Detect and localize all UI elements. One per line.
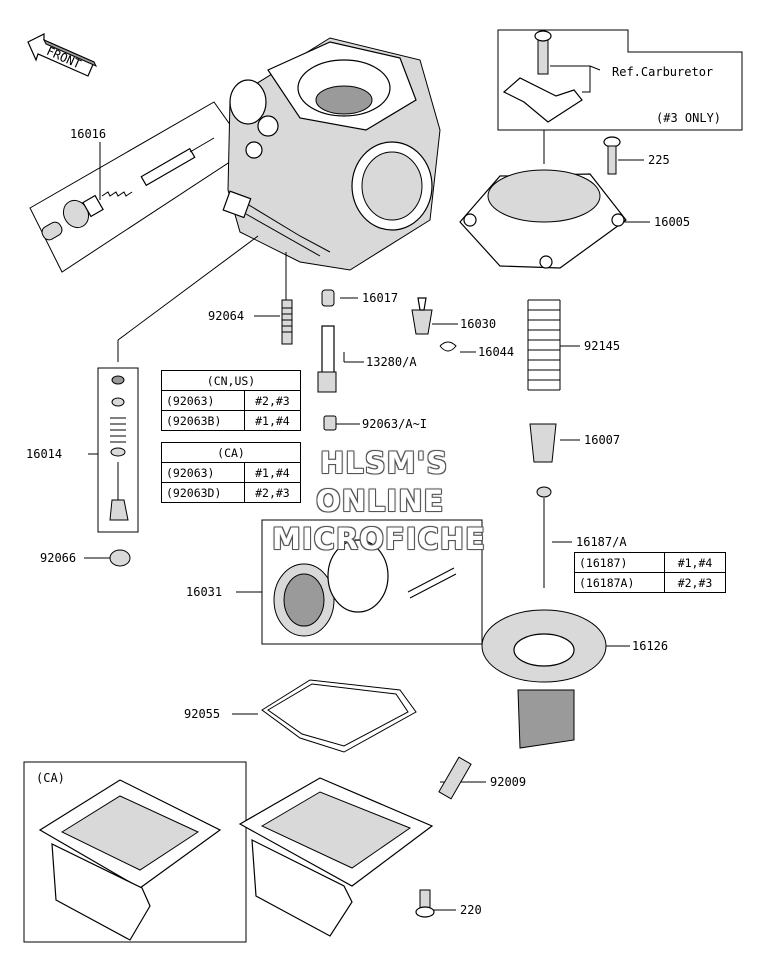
- table-16187: (16187) #1,#4 (16187A) #2,#3: [574, 552, 726, 593]
- part-92055-gasket: [261, 679, 417, 753]
- table-row: (92063D) #2,#3: [161, 482, 302, 503]
- label-220: 220: [460, 903, 482, 917]
- float-bowl: [238, 777, 434, 937]
- label-16005: 16005: [654, 215, 690, 229]
- table-row: (16187A) #2,#3: [574, 572, 726, 593]
- pilot-screw-group: [29, 101, 249, 273]
- label-92145: 92145: [584, 339, 620, 353]
- leader-lines: [84, 130, 650, 911]
- part-16005-cover: [459, 169, 627, 269]
- watermark-line-1: HLSM'S: [320, 446, 449, 480]
- label-16044: 16044: [478, 345, 514, 359]
- ref-carburetor-box: Ref.Carburetor (#3 ONLY): [497, 29, 743, 131]
- label-16031: 16031: [186, 585, 222, 599]
- part-92009: [438, 756, 472, 800]
- table-row: (92063) #1,#4: [161, 462, 302, 483]
- part-220: [415, 889, 435, 918]
- label-16014: 16014: [26, 447, 62, 461]
- ref-carburetor-note: (#3 ONLY): [656, 111, 721, 125]
- part-16187-needle: [536, 486, 552, 588]
- label-16030: 16030: [460, 317, 496, 331]
- part-16030: [411, 297, 433, 335]
- part-16017: [321, 289, 335, 307]
- ref-carburetor-label: Ref.Carburetor: [612, 65, 713, 79]
- table-row: (16187) #1,#4: [574, 552, 726, 573]
- part-92145-spring: [527, 299, 561, 391]
- table-cn-us-header: (CN,US): [161, 370, 301, 391]
- carburetor-body: [222, 37, 441, 271]
- label-16007: 16007: [584, 433, 620, 447]
- table-row: (92063) #2,#3: [161, 390, 302, 411]
- part-13280: [317, 325, 337, 393]
- table-ca: (CA) (92063) #1,#4 (92063D) #2,#3: [161, 442, 302, 503]
- part-16126-diaphragm: [481, 609, 607, 749]
- part-92064: [281, 299, 293, 345]
- label-225: 225: [648, 153, 670, 167]
- label-16017: 16017: [362, 291, 398, 305]
- label-92063: 92063/A~I: [362, 417, 427, 431]
- ca-box-label: (CA): [36, 771, 65, 785]
- part-16044: [439, 341, 457, 352]
- float-bowl-ca-box: (CA): [23, 761, 247, 943]
- label-16016: 16016: [70, 127, 106, 141]
- label-16187: 16187/A: [576, 535, 627, 549]
- front-arrow-icon: FRONT: [27, 33, 98, 77]
- label-92055: 92055: [184, 707, 220, 721]
- label-16126: 16126: [632, 639, 668, 653]
- label-13280: 13280/A: [366, 355, 417, 369]
- choke-group: [261, 519, 483, 645]
- part-92063: [323, 415, 337, 431]
- part-16007: [529, 423, 557, 463]
- table-cn-us: (CN,US) (92063) #2,#3 (92063B) #1,#4: [161, 370, 302, 431]
- table-row: (92063B) #1,#4: [161, 410, 302, 431]
- label-92009: 92009: [490, 775, 526, 789]
- jet-needle-group: [97, 367, 139, 533]
- label-92066: 92066: [40, 551, 76, 565]
- table-ca-header: (CA): [161, 442, 301, 463]
- label-92064: 92064: [208, 309, 244, 323]
- part-92066: [109, 549, 131, 567]
- watermark-line-3: MICROFICHE: [272, 522, 486, 556]
- watermark-line-2: ONLINE: [316, 484, 445, 518]
- part-225: [603, 136, 621, 175]
